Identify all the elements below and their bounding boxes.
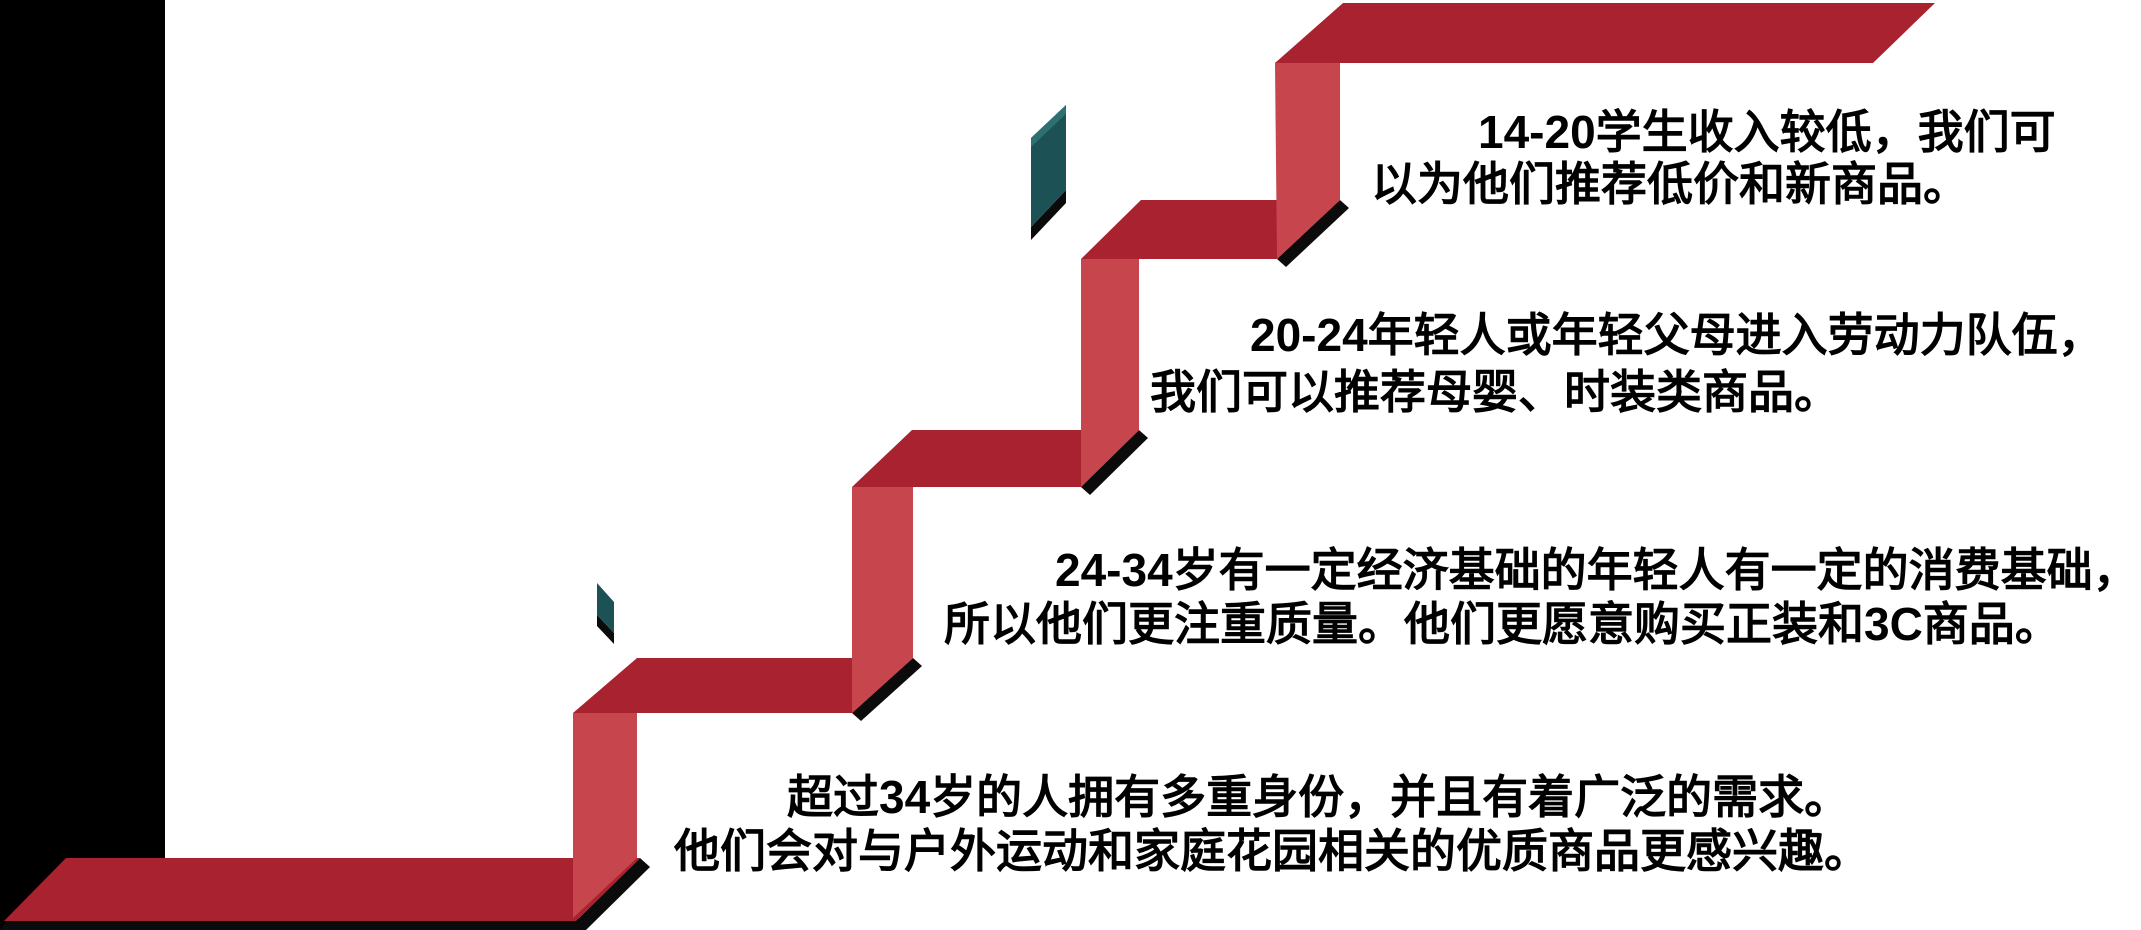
annotation-age-14-20-line-2: 以为他们推荐低价和新商品。 [1371,158,1969,210]
teal-flag-large-shadow [1031,190,1066,240]
teal-flag-small-shadow [597,615,614,644]
annotation-age-over-34-line-1: 超过34岁的人拥有多重身份，并且有着广泛的需求。 [787,771,1851,823]
stair-riser-3-shadow [1081,430,1148,495]
stair-riser-2 [852,487,913,713]
teal-flag-large-highlight [1031,105,1066,147]
left-black-bar [0,0,165,930]
stair-riser-3 [1081,259,1139,487]
teal-flag-small [597,583,614,633]
annotation-age-24-34-line-1: 24-34岁有一定经济基础的年轻人有一定的消费基础， [1055,544,2139,596]
stair-tread-1 [4,858,640,921]
annotation-age-over-34-line-2: 他们会对与户外运动和家庭花园相关的优质商品更感兴趣。 [674,825,1870,877]
stair-riser-1 [573,713,637,918]
annotation-age-20-24-line-1: 20-24年轻人或年轻父母进入劳动力队伍， [1250,309,2104,361]
annotation-age-14-20-line-1: 14-20学生收入较低，我们可 [1478,106,2056,158]
stair-riser-4-shadow [1277,200,1349,267]
stair-riser-1-shadow [576,858,650,930]
annotation-age-24-34-line-2: 所以他们更注重质量。他们更愿意购买正装和3C商品。 [944,598,2061,650]
stair-riser-4 [1275,63,1340,259]
stair-tread-4 [1081,200,1340,259]
stair-tread-3 [852,430,1139,487]
stair-top-bar [1275,3,1935,63]
stair-riser-2-shadow [852,658,922,721]
annotation-age-20-24-line-2: 我们可以推荐母婴、时装类商品。 [1150,366,1840,418]
stair-tread-2 [573,658,913,713]
